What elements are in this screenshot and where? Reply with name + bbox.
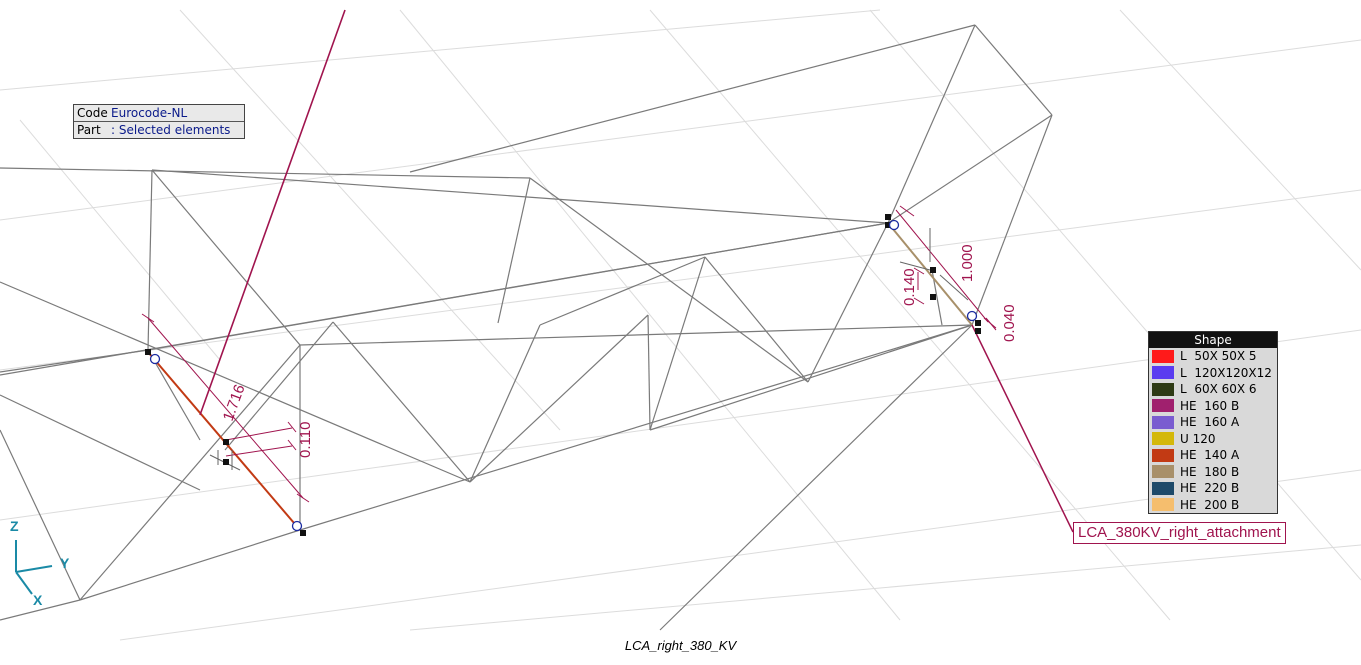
legend-label: HE 220 B <box>1180 481 1240 496</box>
axis-z-label: Z <box>10 518 19 534</box>
legend-item: HE 200 B <box>1149 497 1277 514</box>
dim-left-long: 1.716 <box>220 382 249 423</box>
dim-right-c: 0.040 <box>1001 304 1018 342</box>
dim-left-short: 0.110 <box>297 422 314 458</box>
view-caption: LCA_right_380_KV <box>624 638 737 653</box>
legend-swatch <box>1152 382 1174 396</box>
legend-swatch <box>1152 448 1174 462</box>
dim-right-b: 0.140 <box>901 268 918 306</box>
legend-swatch <box>1152 432 1174 446</box>
legend-item: L 60X 60X 6 <box>1149 381 1277 398</box>
dimension-lines-left <box>141 313 310 503</box>
member-he160b[interactable] <box>199 9 346 416</box>
legend-label: L 50X 50X 5 <box>1180 349 1257 364</box>
member-he180b[interactable] <box>887 222 973 326</box>
axis-y-label: Y <box>60 555 70 571</box>
support-nodes[interactable] <box>149 219 978 532</box>
legend-swatch <box>1152 481 1174 495</box>
legend-label: HE 160 A <box>1180 415 1240 430</box>
info-row-code: Code Eurocode-NL <box>74 105 244 122</box>
nodes <box>145 214 981 536</box>
legend-swatch <box>1152 349 1174 363</box>
legend-swatch <box>1152 465 1174 479</box>
legend-label: U 120 <box>1180 431 1216 446</box>
part-key: Part <box>77 122 101 137</box>
legend-swatch <box>1152 399 1174 413</box>
info-row-part: Part : Selected elements <box>74 122 244 138</box>
legend-title: Shape <box>1149 332 1277 348</box>
legend-label: HE 140 A <box>1180 448 1240 463</box>
legend-swatch <box>1152 498 1174 512</box>
legend-item: HE 220 B <box>1149 480 1277 497</box>
code-value: Eurocode-NL <box>111 105 188 120</box>
legend-item: HE 140 A <box>1149 447 1277 464</box>
legend-label: HE 160 B <box>1180 398 1240 413</box>
legend-swatch <box>1152 415 1174 429</box>
legend-item: L 120X120X12 <box>1149 365 1277 382</box>
legend-item: HE 180 B <box>1149 464 1277 481</box>
axis-x-label: X <box>33 592 43 608</box>
legend-item: L 50X 50X 5 <box>1149 348 1277 365</box>
legend-swatch <box>1152 366 1174 380</box>
legend-label: HE 180 B <box>1180 464 1240 479</box>
attachment-callout[interactable]: LCA_380KV_right_attachment <box>1073 522 1286 544</box>
info-panel: Code Eurocode-NL Part : Selected element… <box>73 104 245 139</box>
legend-label: HE 200 B <box>1180 497 1240 512</box>
legend-label: L 120X120X12 <box>1180 365 1272 380</box>
axis-triad <box>15 540 53 595</box>
legend-item: HE 160 A <box>1149 414 1277 431</box>
legend-item: U 120 <box>1149 431 1277 448</box>
part-value: : Selected elements <box>111 122 231 137</box>
dimension-lines-right <box>895 205 997 331</box>
code-key: Code <box>77 105 108 120</box>
legend-label: L 60X 60X 6 <box>1180 382 1257 397</box>
callout-leader <box>971 324 1074 533</box>
dimension-ticks-right <box>899 228 969 301</box>
dim-right-a: 1.000 <box>959 244 976 282</box>
legend-item: HE 160 B <box>1149 398 1277 415</box>
